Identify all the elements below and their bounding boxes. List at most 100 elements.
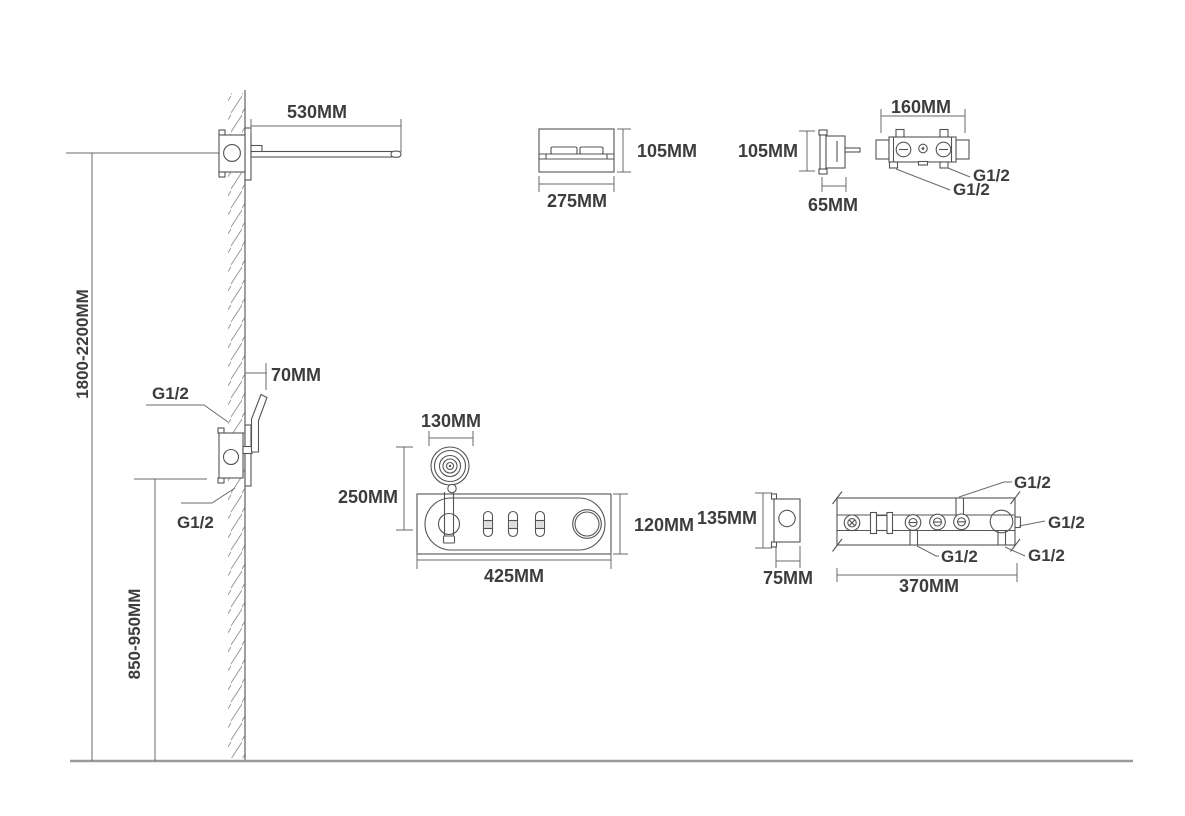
handle-foot [442,535,456,544]
mounting-box [218,432,244,479]
hand-shower-width-label: 130MM [421,411,481,431]
thread-label: G1/2 [1014,473,1051,492]
head-manifold-connection-labels: G1/2 G1/2 [895,166,1010,199]
leader-line [895,168,951,191]
plate-tab-bottom [818,168,828,175]
dimension-head-front-height: 105MM [617,128,697,173]
spout-height-label: 850-950MM [125,589,144,680]
port-tab-top [939,128,949,138]
slider-knob [536,520,544,529]
head-ring [445,461,455,471]
head-ring [433,449,467,483]
bracket-tab-bottom [217,477,225,484]
rotary-knob [572,509,602,539]
valve-body-side [773,498,801,543]
slider-capsule [507,510,519,538]
wall-hatching [228,93,245,758]
corner-break-mark [1010,538,1021,552]
thread-label-lower: G1/2 [177,513,214,532]
port-circle [935,141,952,158]
shower-arm-assembly [218,127,402,181]
inlet-port [223,144,241,162]
arm-tip [390,150,402,158]
hand-shower-height-label: 250MM [338,487,398,507]
wall-connection-labels: G1/2 G1/2 [146,384,236,532]
dimension-spout-offset: 70MM [245,363,321,390]
dimension-head-front-width: 275MM [538,176,615,211]
inlet-port [222,448,240,466]
center-port [918,143,928,154]
thread-label-upper: G1/2 [152,384,189,403]
thread-label: G1/2 [953,180,990,199]
spout-assembly [217,393,268,487]
port-tab-top [895,128,905,138]
union-nut [886,511,894,535]
bracket-tab-top [217,427,225,434]
supply-pipe [844,147,861,153]
slider-control [482,510,494,538]
valve-outline [836,497,1016,546]
hand-shower [430,446,470,544]
install-height-label: 1800-2200MM [73,289,92,399]
dimension-install-height: 1800-2200MM [66,152,219,761]
spout-tube [250,393,268,453]
shower-head-front-view [538,128,615,173]
wall-plate [244,127,252,181]
valve-side-height-label: 135MM [697,508,757,528]
holder-ring [437,512,461,536]
end-cap-right [955,139,970,160]
head-ring [442,458,458,474]
panel-width-label: 425MM [484,566,544,586]
head-neck [447,483,457,494]
dimension-head-manifold-width: 160MM [880,97,966,133]
leader-line [181,487,236,504]
valve-side-depth-label: 75MM [763,568,813,588]
union-nut [869,511,878,535]
port-tab-bottom [888,161,899,169]
slider-capsule [534,510,546,538]
control-panel-front-view [416,446,612,555]
slider-control [534,510,546,538]
union-body [875,514,888,532]
end-cap-left [875,139,890,160]
head-ring [438,454,462,478]
head-side-height-label: 105MM [738,141,798,161]
shower-head-side-view [818,129,861,175]
arm-length-label: 530MM [287,102,347,122]
dimension-valve-body-width: 370MM [836,563,1018,596]
leader-line [916,545,939,557]
screw-cross [848,519,856,527]
head-manifold-width-label: 160MM [891,97,951,117]
thread-label: G1/2 [941,547,978,566]
bottom-notch [917,160,929,166]
dimension-head-side-height: 105MM [738,130,815,172]
port-circle [895,141,912,158]
nozzle-block [550,146,578,155]
valve-screw-inner [847,518,857,528]
head-side-depth-label: 65MM [808,195,858,215]
panel-height-label: 120MM [634,515,694,535]
spout-offset-label: 70MM [271,365,321,385]
corner-break-mark [832,491,843,505]
corner-break-mark [832,538,843,552]
dimension-hand-shower-height: 250MM [338,446,413,531]
dimension-valve-side-depth: 75MM [763,546,813,588]
port-tab-bottom [939,161,949,169]
bracket-tab-bottom [218,171,226,178]
thread-label: G1/2 [1028,546,1065,565]
thread-label: G1/2 [1048,513,1085,532]
leader-line [958,481,1012,498]
valve-connection-labels: G1/2 G1/2 G1/2 G1/2 [916,473,1085,566]
head-body-side [825,135,846,169]
head-center [448,464,452,468]
shower-arm [250,150,393,158]
dimension-panel-width: 425MM [416,552,612,586]
valve-port [778,509,796,528]
leader-line [947,167,971,178]
dimension-hand-shower-width: 130MM [421,411,481,446]
bracket-tab-top [218,129,226,136]
rotary-knob-inner [574,511,600,537]
nozzle-block [579,146,604,155]
slider-knob [484,520,492,529]
